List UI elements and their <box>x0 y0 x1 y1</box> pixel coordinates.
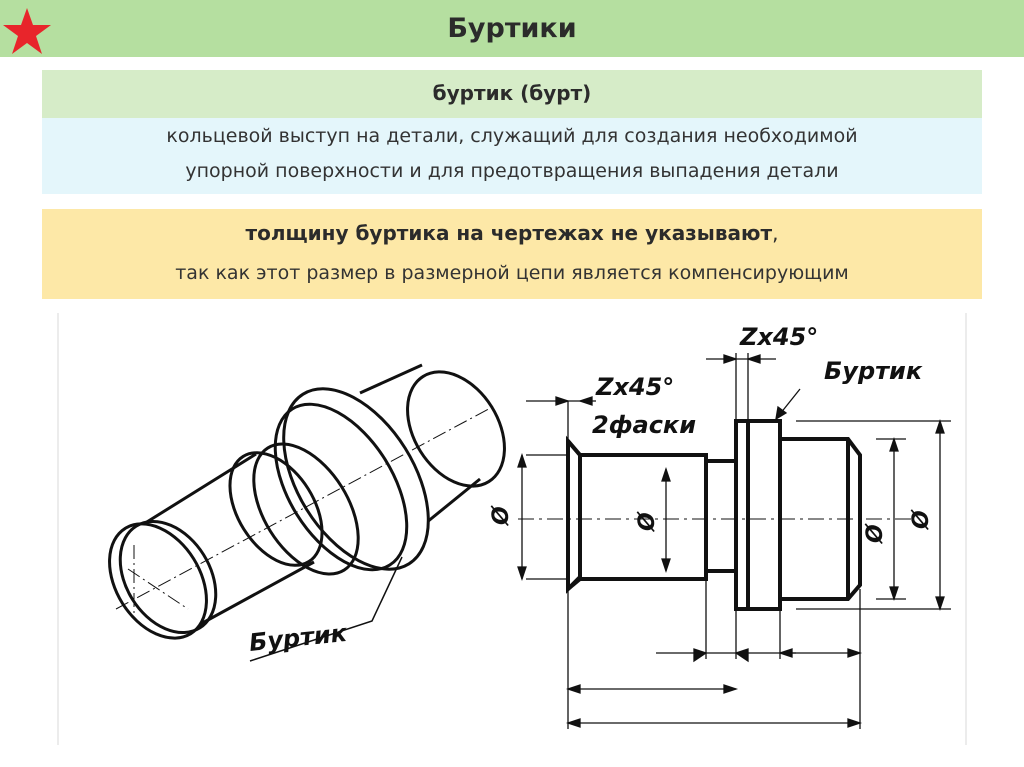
diameter-symbol-3: Ø <box>863 523 888 545</box>
diameter-symbol-2: Ø <box>635 511 660 533</box>
note-box: толщину буртика на чертежах не указывают… <box>42 209 982 299</box>
isometric-centerlines <box>115 404 497 619</box>
diameter-symbol-1: Ø <box>489 505 514 527</box>
chamfer-left-label: Zx45° <box>595 373 674 401</box>
definition-text: кольцевой выступ на детали, служащий для… <box>42 119 982 189</box>
diameter-symbol-4: Ø <box>909 509 934 531</box>
iso-collar-label: Буртик <box>248 619 349 657</box>
chamfer-right-label: Zx45° <box>739 323 818 351</box>
title-bar <box>0 0 1024 57</box>
isometric-part <box>108 363 506 640</box>
note-comma: , <box>772 221 779 245</box>
technical-drawing: Буртик <box>56 309 968 747</box>
definition-line-1: кольцевой выступ на детали, служащий для… <box>166 125 858 147</box>
definition-box: буртик (бурт) кольцевой выступ на детали… <box>42 70 982 194</box>
page-title: Буртики <box>447 13 577 44</box>
chamfer-left-note: 2фаски <box>592 411 696 439</box>
definition-term: буртик (бурт) <box>42 70 982 118</box>
red-star-icon <box>3 8 51 54</box>
iso-leader <box>249 556 403 662</box>
orthographic-part <box>566 419 862 611</box>
definition-line-2: упорной поверхности и для предотвращения… <box>185 160 839 182</box>
note-rest-line: так как этот размер в размерной цепи явл… <box>175 262 849 284</box>
dimension-lines <box>517 353 951 729</box>
collar-label: Буртик <box>824 357 923 385</box>
note-strong-line: толщину буртика на чертежах не указывают… <box>42 221 982 245</box>
drawing-canvas: Буртик <box>57 313 967 745</box>
note-strong-text: толщину буртика на чертежах не указывают <box>245 221 773 245</box>
